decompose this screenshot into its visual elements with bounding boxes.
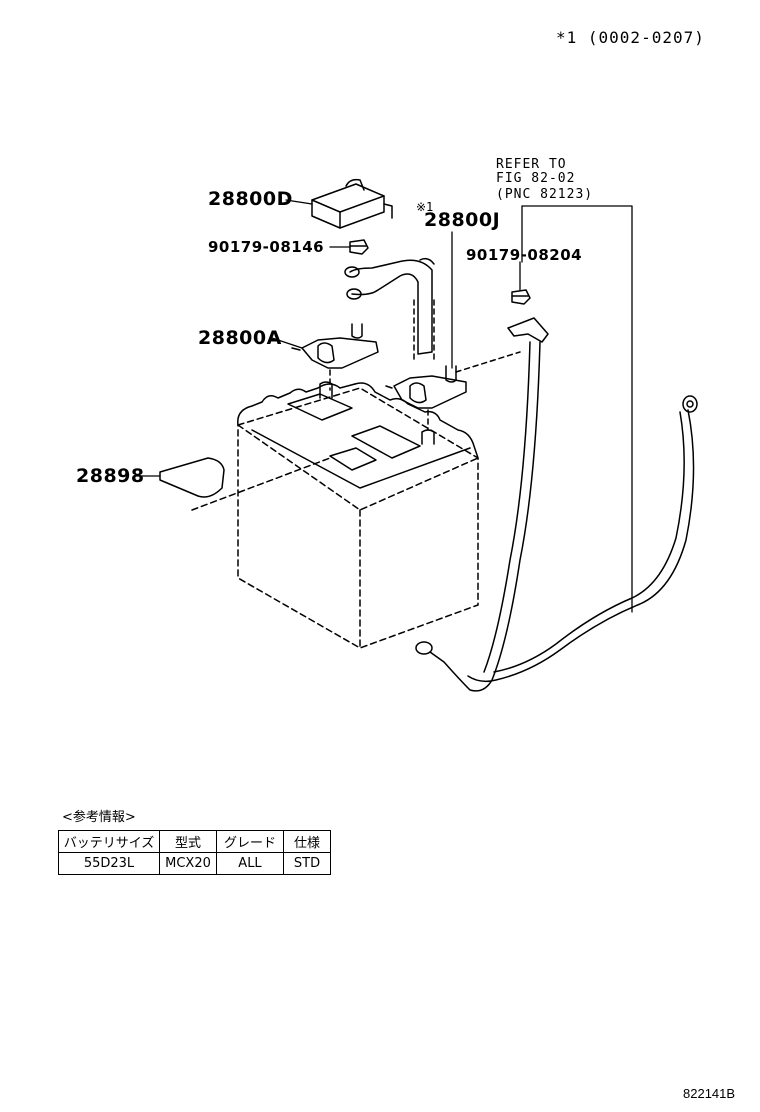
refer-note-line3: (PNC 82123) (496, 187, 594, 202)
terminal-cover (311, 178, 393, 229)
battery-info-table: バッテリサイズ 型式 グレード 仕様 55D23L MCX20 ALL STD (58, 830, 331, 875)
header-battery-size: バッテリサイズ (58, 830, 160, 853)
header-model: 型式 (159, 830, 217, 853)
part-label-28800D[interactable]: 28800D (208, 188, 293, 210)
applicability-note: *1 (0002-0207) (556, 28, 705, 47)
refer-note-line2: FIG 82-02 (496, 171, 576, 186)
label-plate (159, 457, 225, 498)
table-header-row: バッテリサイズ 型式 グレード 仕様 (58, 830, 331, 853)
part-label-28800J[interactable]: 28800J (424, 209, 501, 231)
terminal-28800A (291, 323, 379, 369)
refer-note-line1: REFER TO (496, 157, 567, 172)
cell-grade: ALL (216, 852, 284, 875)
header-grade: グレード (216, 830, 284, 853)
part-label-28800A[interactable]: 28800A (198, 327, 282, 349)
nut-08204 (511, 289, 531, 305)
ground-cable (467, 409, 695, 683)
diagram-id: 822141B (683, 1086, 736, 1101)
star-marker: ※1 (416, 200, 434, 214)
cell-model: MCX20 (159, 852, 217, 875)
fuse-link (349, 259, 433, 355)
battery-lid (237, 381, 479, 489)
header-spec: 仕様 (283, 830, 331, 853)
cell-spec: STD (283, 852, 331, 875)
part-label-90179-08204[interactable]: 90179-08204 (466, 246, 583, 264)
cell-battery-size: 55D23L (58, 852, 160, 875)
terminal-28800J (385, 365, 467, 409)
battery-body (237, 387, 479, 649)
table-row: 55D23L MCX20 ALL STD (58, 852, 331, 875)
part-label-90179-08146[interactable]: 90179-08146 (208, 238, 325, 256)
negative-cable (429, 341, 541, 692)
nut-08146 (349, 239, 369, 255)
part-label-28898[interactable]: 28898 (76, 465, 145, 487)
info-title: <参考情報> (62, 810, 136, 825)
